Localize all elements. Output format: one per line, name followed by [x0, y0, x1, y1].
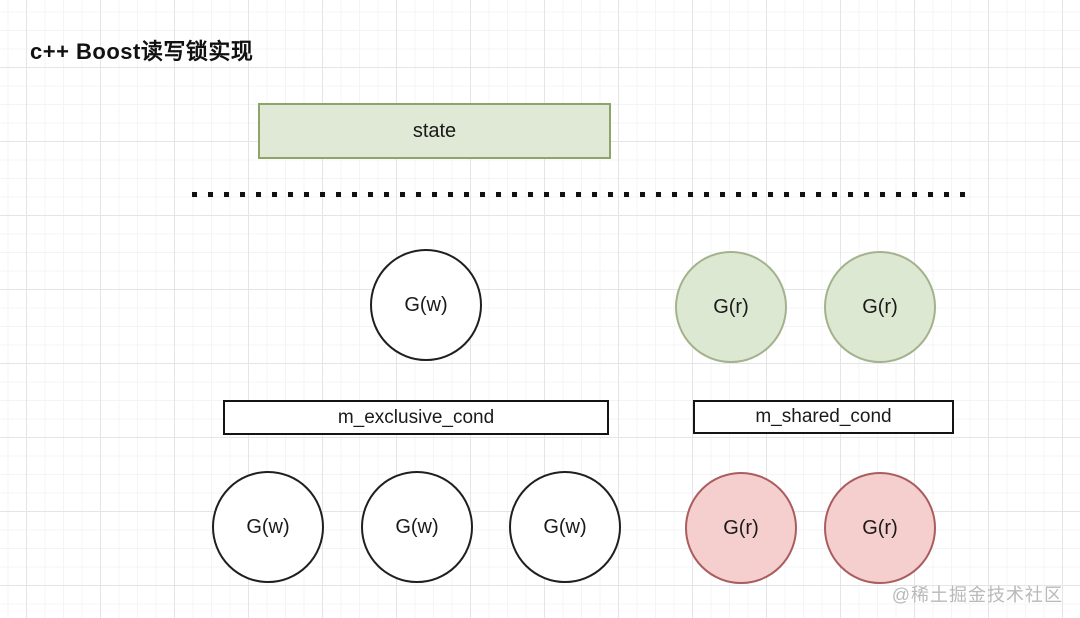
state-box-label: state	[412, 119, 457, 142]
reader-thread-label: G(r)	[713, 295, 749, 318]
reader-thread-circle-top-1: G(r)	[675, 251, 787, 363]
writer-thread-circle-bottom-2: G(w)	[361, 471, 473, 583]
writer-thread-label: G(w)	[404, 293, 448, 316]
reader-thread-circle-top-2: G(r)	[824, 251, 936, 363]
writer-thread-circle-bottom-3: G(w)	[509, 471, 621, 583]
reader-thread-label: G(r)	[862, 516, 898, 539]
shared-cond-box: m_shared_cond	[693, 400, 954, 434]
dotted-separator	[192, 192, 973, 197]
writer-thread-circle-bottom-1: G(w)	[212, 471, 324, 583]
shared-cond-label: m_shared_cond	[755, 406, 892, 427]
exclusive-cond-box: m_exclusive_cond	[223, 400, 609, 435]
state-box: state	[258, 103, 611, 159]
reader-thread-circle-bottom-2: G(r)	[824, 472, 936, 584]
reader-thread-label: G(r)	[862, 295, 898, 318]
reader-thread-label: G(r)	[723, 516, 759, 539]
exclusive-cond-label: m_exclusive_cond	[337, 406, 495, 428]
reader-thread-circle-bottom-1: G(r)	[685, 472, 797, 584]
writer-thread-label: G(w)	[543, 515, 587, 538]
writer-thread-label: G(w)	[246, 515, 290, 538]
diagram-title: c++ Boost读写锁实现	[30, 39, 254, 64]
writer-thread-circle-top: G(w)	[370, 249, 482, 361]
watermark: @稀土掘金技术社区	[891, 585, 1063, 605]
writer-thread-label: G(w)	[395, 515, 439, 538]
